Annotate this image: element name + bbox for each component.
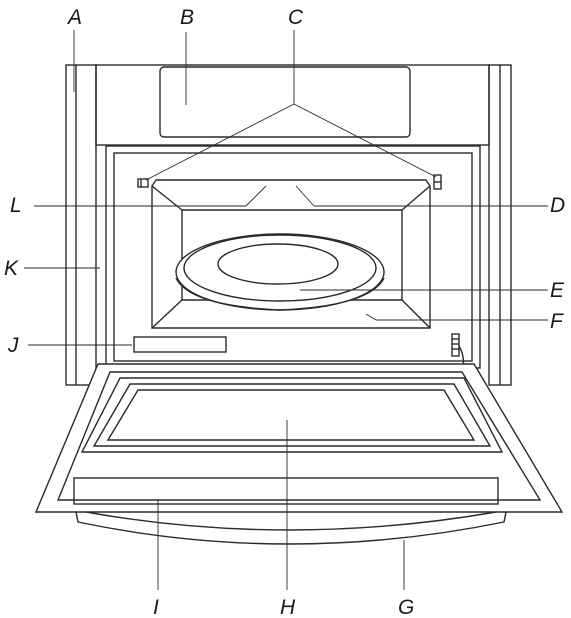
callout-k: K xyxy=(4,257,19,280)
callout-h: H xyxy=(280,596,296,618)
door xyxy=(34,363,564,545)
door-panel xyxy=(34,363,564,513)
door-handle xyxy=(75,511,507,545)
turntable-support xyxy=(175,277,385,311)
door-window-frame xyxy=(80,377,504,453)
door-interlock-left xyxy=(137,178,149,188)
left-side-trim xyxy=(65,64,97,386)
vent-cover xyxy=(159,66,411,138)
callout-i: I xyxy=(153,596,159,618)
door-interlock-right xyxy=(433,174,442,190)
inner-frame xyxy=(113,152,473,362)
callout-j: J xyxy=(7,334,19,357)
callout-c: C xyxy=(288,6,304,29)
callout-l: L xyxy=(10,194,22,217)
oven-body xyxy=(65,64,512,386)
leader-lines xyxy=(24,30,548,590)
top-panel xyxy=(95,64,490,146)
door-seal xyxy=(73,477,499,505)
callout-d: D xyxy=(550,194,565,217)
callout-labels: A B C D E F G H I J K L xyxy=(4,6,565,618)
cooking-guide xyxy=(133,336,227,353)
callout-g: G xyxy=(398,596,414,618)
callout-b: B xyxy=(180,6,194,29)
callout-a: A xyxy=(66,6,82,29)
callout-e: E xyxy=(550,279,565,302)
door-hinge xyxy=(451,333,460,357)
callout-f: F xyxy=(550,310,564,333)
turntable xyxy=(175,233,385,311)
